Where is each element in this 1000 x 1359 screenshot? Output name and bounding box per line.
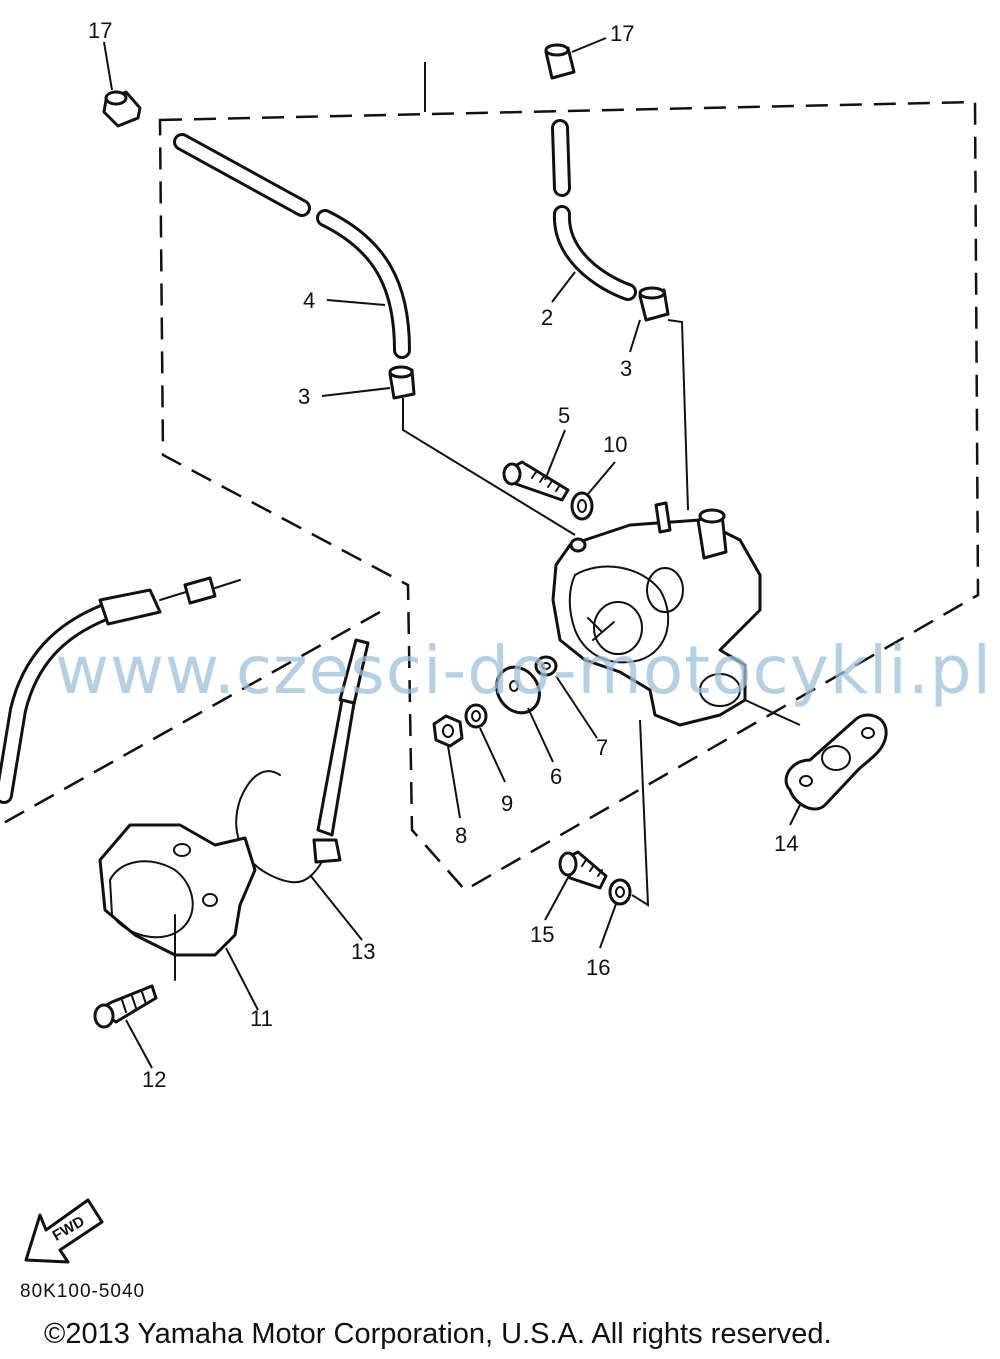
callout-6: 6 — [550, 764, 562, 789]
callout-10: 10 — [603, 432, 627, 457]
callout-12: 12 — [142, 1067, 166, 1092]
callout-3-left: 3 — [298, 384, 310, 409]
part-14-gasket — [784, 713, 888, 811]
part-17-cap-left — [102, 90, 142, 128]
callout-2: 2 — [541, 305, 553, 330]
part-16-washer — [608, 878, 632, 906]
copyright-notice: ©2013 Yamaha Motor Corporation, U.S.A. A… — [44, 1318, 832, 1350]
fwd-arrow-icon: FWD — [24, 1198, 104, 1264]
callout-17-left: 17 — [88, 18, 112, 43]
part-5-bolt — [502, 460, 570, 502]
callout-17-right: 17 — [610, 21, 634, 46]
callout-11: 11 — [250, 1006, 273, 1031]
callout-3-right: 3 — [620, 356, 632, 381]
part-8-nut — [432, 714, 464, 748]
part-11-cover — [98, 823, 257, 981]
callout-14: 14 — [774, 831, 798, 856]
callout-8: 8 — [455, 823, 467, 848]
part-10-washer — [570, 491, 594, 521]
part-3-clamp-left — [388, 365, 416, 400]
callout-4: 4 — [303, 288, 315, 313]
part-17-cap-right — [544, 43, 576, 80]
part-13-cable — [235, 638, 370, 884]
part-3-clamp-right — [638, 286, 670, 322]
callout-labels: 17 17 4 3 2 3 5 10 7 6 9 8 14 15 16 13 1… — [88, 18, 798, 1092]
callout-13: 13 — [351, 939, 375, 964]
part-15-bolt — [558, 850, 608, 890]
callout-9: 9 — [501, 791, 513, 816]
part-6-washer — [495, 665, 541, 715]
cable-left — [0, 576, 241, 804]
leader-lines — [103, 37, 801, 1069]
part-4-hose — [173, 133, 411, 359]
callout-5: 5 — [558, 403, 570, 428]
part-9-washer — [464, 703, 488, 729]
diagram-code: 80K100-5040 — [20, 1281, 146, 1302]
part-2-hose — [551, 119, 637, 301]
callout-7: 7 — [596, 735, 608, 760]
cable-boundary — [0, 610, 381, 827]
callout-15: 15 — [530, 922, 554, 947]
callout-16: 16 — [586, 955, 610, 980]
part-7-washer — [534, 655, 558, 677]
assembly-boundary — [158, 100, 980, 892]
oil-pump-body — [551, 501, 762, 727]
part-12-bolt — [93, 984, 158, 1029]
